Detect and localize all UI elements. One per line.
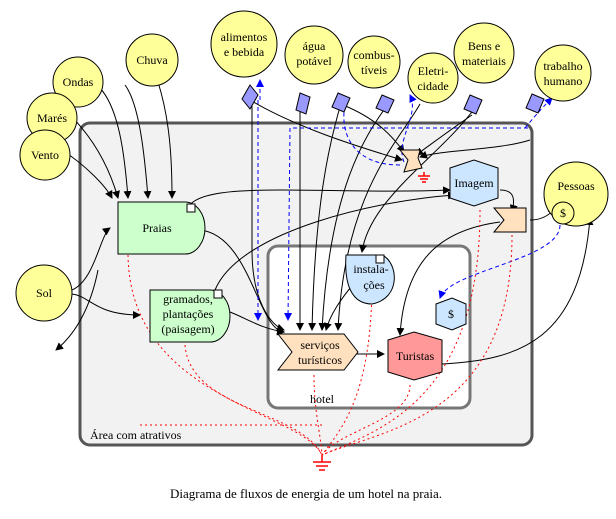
process-servicos (276, 333, 359, 371)
label-sol: Sol (36, 286, 53, 300)
money-node-inner (435, 297, 467, 331)
label-eletricidade-2: cidade (417, 79, 448, 93)
label-combustiveis-2: tíveis (361, 63, 387, 77)
source-chuva (125, 33, 179, 87)
source-eletricidade (407, 52, 459, 104)
import-diamond-alimentos (241, 84, 259, 110)
consumer-instalacoes (345, 254, 395, 305)
label-bens-2: materiais (462, 54, 506, 68)
import-diamond-bens (463, 94, 483, 115)
heat-sink-exchange (418, 172, 430, 183)
import-diamond-combustiveis (331, 92, 351, 113)
source-alimentos (210, 10, 278, 78)
import-diamond-eletricidade (375, 94, 395, 114)
exchange-node-tourism (492, 207, 527, 233)
hotel-label: hotel (310, 392, 335, 406)
label-trabalho-1: trabalho (543, 59, 582, 73)
label-turistas: Turistas (396, 349, 435, 363)
label-agua-1: água (303, 39, 326, 53)
label-pessoas: Pessoas (557, 179, 595, 193)
label-servicos-2: turísticos (298, 353, 342, 367)
source-trabalho (534, 44, 592, 102)
money-node-pessoas (551, 201, 575, 225)
source-ondas (52, 56, 104, 108)
label-dollar-pessoas: $ (560, 206, 566, 220)
label-vento: Vento (31, 148, 59, 162)
instalacoes-storage-marker (375, 254, 385, 264)
label-instalacoes-2: ções (363, 278, 385, 292)
source-vento (19, 129, 71, 181)
label-praias: Praias (142, 221, 172, 235)
label-instalacoes-1: instala- (353, 262, 388, 276)
diagram-caption: Diagrama de fluxos de energia de um hote… (170, 486, 442, 501)
source-sol (15, 264, 73, 322)
heat-flows (127, 209, 513, 456)
consumer-turistas (387, 331, 443, 381)
import-diamond-agua (295, 92, 311, 115)
label-alimentos-1: alimentos (221, 30, 268, 44)
label-chuva: Chuva (136, 53, 168, 67)
money-flows (254, 79, 561, 321)
gramados-storage-marker (213, 289, 223, 299)
import-diamond-trabalho (525, 93, 545, 114)
label-eletricidade-1: Eletri- (418, 64, 449, 78)
source-combustiveis (347, 35, 401, 89)
label-mares: Marés (37, 111, 67, 125)
source-bens (453, 22, 515, 84)
heat-sink-main (313, 455, 331, 471)
label-bens-1: Bens e (468, 39, 500, 53)
label-ondas: Ondas (63, 75, 94, 89)
label-servicos-1: serviços (300, 338, 340, 352)
label-dollar-inner: $ (448, 307, 454, 321)
energy-flows (55, 81, 594, 365)
label-gramados-2: plantações (163, 307, 214, 321)
area-label: Área com atrativos (90, 428, 182, 442)
label-alimentos-2: e bebida (224, 45, 265, 59)
consumer-imagem (449, 159, 499, 207)
label-gramados-1: gramados, (163, 292, 213, 306)
label-trabalho-2: humano (544, 74, 583, 88)
label-imagem: Imagem (454, 176, 494, 190)
label-combustiveis-1: combus- (353, 48, 394, 62)
source-agua (284, 25, 344, 85)
exchange-node-imports (398, 149, 423, 173)
label-agua-2: potável (296, 54, 332, 68)
label-gramados-3: (paisagem) (161, 322, 214, 336)
praias-storage-marker (186, 203, 196, 213)
